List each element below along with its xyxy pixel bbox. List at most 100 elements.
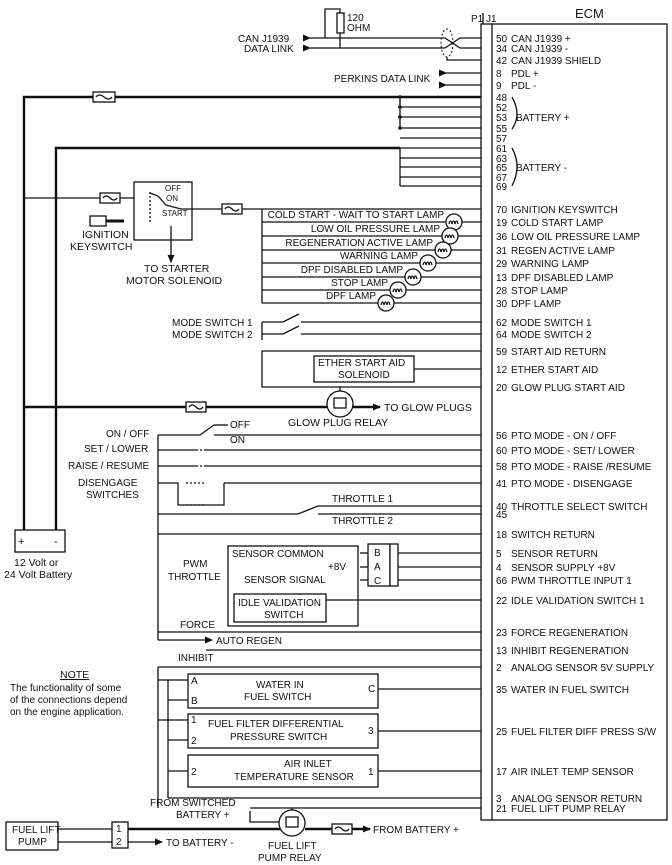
ecm-pin-label: FUEL FILTER DIFF PRESS S/W [511,727,657,738]
ether-solenoid-box[interactable] [313,355,415,383]
ecm-pin-number: 40 [496,502,508,513]
lamp-filament [437,248,448,253]
ecm-pin-label: PTO MODE - SET/ LOWER [511,446,635,457]
junction-dot [398,115,402,119]
to-starter-label2: MOTOR SOLENOID [126,275,222,287]
ecm-box [480,23,668,821]
disengage-label1: DISENGAGE [78,478,138,489]
ecm-pin-number: 20 [496,383,508,394]
junction-dot [398,126,402,130]
ecm-pin-number: 64 [496,330,508,341]
data-link-label: DATA LINK [244,44,294,55]
pump-relay-label2: PUMP RELAY [258,853,322,864]
lamp-label: COLD START - WAIT TO START LAMP [268,210,445,221]
junction-dot [398,105,402,109]
ffd-label2: PRESSURE SWITCH [230,732,327,743]
ecm-pin-label: BATTERY + [516,113,570,124]
to-battery-minus-label: TO BATTERY - [166,838,234,849]
ecm-pin-number: 66 [496,576,508,587]
ecm-pin-number: 65 [496,163,508,174]
ecm-pin-label: PDL - [511,81,536,92]
key-icon-head [89,215,107,227]
ecm-pin-number: 60 [496,446,508,457]
ecm-pin-label: CAN J1939 - [511,44,568,55]
battery[interactable] [14,529,66,553]
ecm-pin-number: 17 [496,767,508,778]
pump-label2: PUMP [18,837,47,848]
ecm-pin-label: ETHER START AID [511,365,598,376]
lamp-label: WARNING LAMP [340,251,418,262]
keyswitch-label1: IGNITION [82,229,129,241]
ecm-pin-label: PWM THROTTLE INPUT 1 [511,576,632,587]
glow-relay-coil [333,397,347,409]
pto-onoff-label: ON / OFF [106,429,149,440]
ecm-pin-label: ANALOG SENSOR 5V SUPPLY [511,663,655,674]
ecm-pin-number: 34 [496,44,508,55]
pump-label1: FUEL LIFT [12,825,61,836]
battery-voltage-line1: 12 Volt or [14,557,59,569]
ecm-pin-label: PTO MODE - ON / OFF [511,431,616,442]
ecm-pin-label: LOW OIL PRESSURE LAMP [511,232,640,243]
air-inlet-temp-sensor[interactable] [187,754,379,788]
pwm-label1: PWM [183,559,207,570]
water-in-fuel-switch[interactable] [187,673,379,709]
air-pin1: 1 [368,767,374,778]
mode-switch2-blade[interactable] [282,325,300,335]
ecm-pin-number: 8 [496,69,502,80]
ecm-pin-number: 28 [496,286,508,297]
sensor-signal-label: SENSOR SIGNAL [244,575,326,586]
ecm-pin-number: 31 [496,246,508,257]
water-pin-a: A [191,676,198,687]
pto-on-label: ON [230,435,245,446]
p1-label: P1 [471,14,484,25]
ecm-pin-label: STOP LAMP [511,286,568,297]
lamp-filament [407,275,418,280]
ecm-pin-label: REGEN ACTIVE LAMP [511,246,615,257]
ecm-pin-number: 18 [496,530,508,541]
pto-off-label: OFF [230,420,250,431]
can-twist-b [444,37,481,49]
ecm-pin-label: WARNING LAMP [511,259,589,270]
pwm-label2: THROTTLE [168,572,221,583]
can-shield-drain [446,57,481,61]
ecm-pin-number: 56 [496,431,508,442]
ecm-pin-number: 36 [496,232,508,243]
auto-regen-label: AUTO REGEN [216,636,282,647]
water-pin-c: C [368,684,375,695]
pump-connector [111,821,129,849]
fuel-filter-diff-switch[interactable] [187,713,379,749]
ecm-pin-label: IGNITION KEYSWITCH [511,205,618,216]
switched-battery-wire [249,811,279,823]
battery-minus-sign: - [54,536,58,548]
key-contact-on [149,192,192,210]
pwm-pin-c: C [374,576,381,587]
ecm-pin-number: 21 [496,804,508,815]
ecm-pin-label: PTO MODE - DISENGAGE [511,479,633,490]
water-label2: FUEL SWITCH [244,692,311,703]
mode-switch1-blade[interactable] [282,313,300,323]
key-off-label: OFF [165,184,181,193]
idle-validation-label1: IDLE VALIDATION [238,598,321,609]
ecm-pin-number: 63 [496,154,508,165]
fuel-lift-pump[interactable] [5,821,59,851]
battery-plus-main [22,95,481,530]
ecm-pin-label: THROTTLE SELECT SWITCH [511,502,648,513]
from-battery-label: FROM BATTERY + [373,825,459,836]
lamp-label: REGENERATION ACTIVE LAMP [285,238,433,249]
from-switched-label2: BATTERY + [176,810,230,821]
ecm-pin-label: START AID RETURN [511,347,606,358]
ecm-pin-label: FUEL LIFT PUMP RELAY [511,804,626,815]
resistor-unit: OHM [347,23,370,34]
junction-dot [398,95,402,99]
air-pin2: 2 [191,767,197,778]
pto-onoff-blade[interactable] [199,424,215,436]
ecm-pin-number: 4 [496,563,502,574]
ecm-pin-label: MODE SWITCH 2 [511,330,592,341]
ignition-keyswitch-box[interactable] [133,181,193,241]
pwm-pin-a: A [374,562,381,573]
ffd-pin1: 1 [191,715,197,726]
pump-relay-label1: FUEL LIFT [268,841,317,852]
throttle-select-blade[interactable] [297,505,319,515]
